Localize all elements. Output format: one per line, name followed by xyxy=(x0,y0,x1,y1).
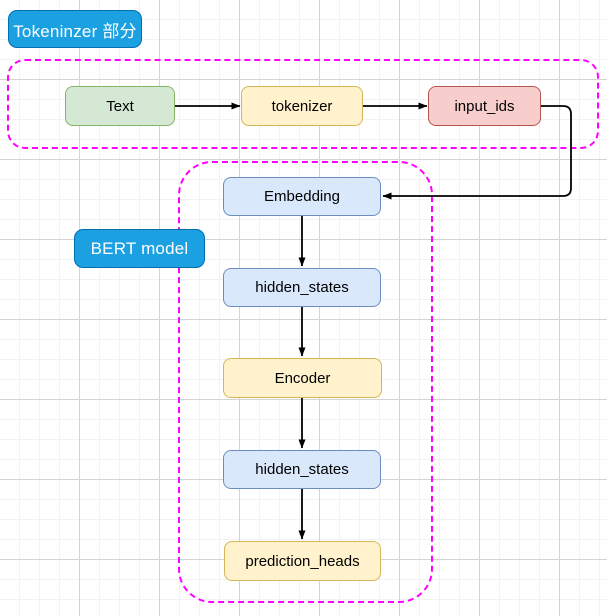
node-encoder-label: Encoder xyxy=(274,369,331,387)
node-prediction-heads[interactable]: prediction_heads xyxy=(224,541,381,581)
node-hidden-states-2-label: hidden_states xyxy=(255,461,349,478)
node-hidden-states-2[interactable]: hidden_states xyxy=(223,450,381,489)
node-text[interactable]: Text xyxy=(65,86,175,126)
tokenizer-section-label[interactable]: Tokeninzer 部分 xyxy=(8,10,142,48)
node-hidden-states-1[interactable]: hidden_states xyxy=(223,268,381,307)
bert-section-label[interactable]: BERT model xyxy=(74,229,205,268)
bert-group-boundary xyxy=(178,161,433,603)
node-input-ids-label: input_ids xyxy=(454,97,515,115)
bert-section-label-text: BERT model xyxy=(90,238,189,258)
node-input-ids[interactable]: input_ids xyxy=(428,86,541,126)
node-hidden-states-1-label: hidden_states xyxy=(255,279,349,296)
node-tokenizer-label: tokenizer xyxy=(271,97,333,115)
tokenizer-section-label-text: Tokeninzer 部分 xyxy=(13,21,137,41)
node-tokenizer[interactable]: tokenizer xyxy=(241,86,363,126)
tokenizer-group-boundary xyxy=(7,59,599,149)
node-prediction-heads-label: prediction_heads xyxy=(245,552,360,570)
node-embedding-label: Embedding xyxy=(264,188,340,205)
node-embedding[interactable]: Embedding xyxy=(223,177,381,216)
node-text-label: Text xyxy=(106,97,134,115)
node-encoder[interactable]: Encoder xyxy=(223,358,382,398)
